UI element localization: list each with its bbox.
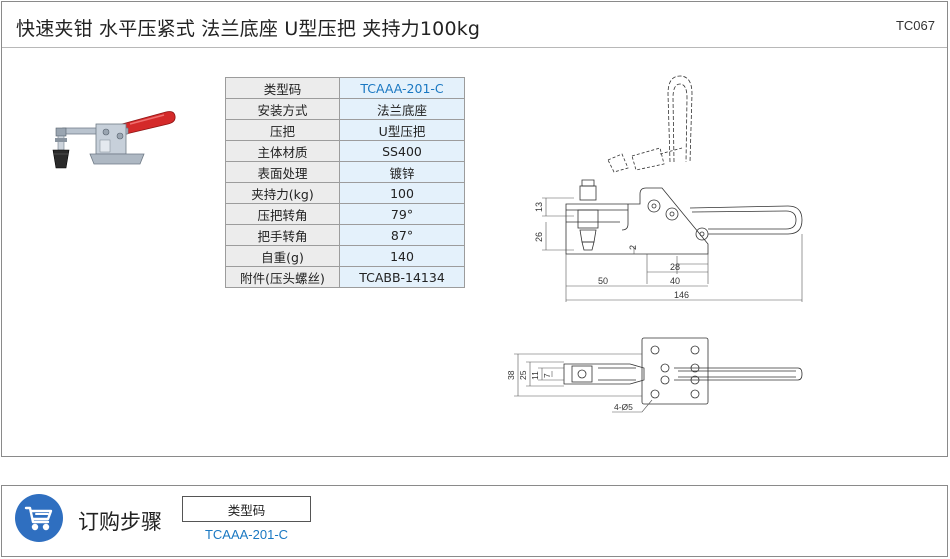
table-row: 自重(g) 140: [225, 245, 465, 267]
page-title: 快速夹钳 水平压紧式 法兰底座 U型压把 夹持力100kg: [16, 18, 481, 40]
dim-25: 25: [518, 370, 528, 380]
dim-146: 146: [674, 290, 689, 300]
table-row: 压把 U型压把: [225, 119, 465, 141]
dim-28: 28: [670, 262, 680, 272]
dim-13: 13: [534, 202, 544, 212]
spec-label: 类型码: [225, 77, 340, 99]
spec-value: TCABB-14134: [339, 266, 465, 288]
spec-value: 镀锌: [339, 161, 465, 183]
spec-value: SS400: [339, 140, 465, 162]
spec-label: 夹持力(kg): [225, 182, 340, 204]
spec-value: TCAAA-201-C: [339, 77, 465, 99]
top-view-drawing: 38 25 11 7 4-Ø5: [506, 337, 803, 413]
table-row: 类型码 TCAAA-201-C: [225, 77, 465, 99]
dim-50: 50: [598, 276, 608, 286]
spec-value: 法兰底座: [339, 98, 465, 120]
table-row: 主体材质 SS400: [225, 140, 465, 162]
spec-label: 压把转角: [225, 203, 340, 225]
order-steps-panel: 订购步骤 类型码 TCAAA-201-C: [1, 485, 948, 557]
table-row: 把手转角 87°: [225, 224, 465, 246]
spec-value: 87°: [339, 224, 465, 246]
dim-11: 11: [530, 371, 540, 380]
dim-2: 2: [628, 245, 638, 250]
order-steps-title: 订购步骤: [78, 510, 162, 534]
dim-7: 7: [542, 373, 552, 378]
dim-holes: 4-Ø5: [614, 402, 633, 412]
spec-label: 表面处理: [225, 161, 340, 183]
table-row: 压把转角 79°: [225, 203, 465, 225]
table-row: 安装方式 法兰底座: [225, 98, 465, 120]
product-panel: 快速夹钳 水平压紧式 法兰底座 U型压把 夹持力100kg TC067 类型码 …: [1, 1, 948, 457]
spec-label: 自重(g): [225, 245, 340, 267]
side-view-drawing: 13 26 2 28 40 50 146: [534, 75, 803, 302]
spec-table: 类型码 TCAAA-201-C 安装方式 法兰底座 压把 U型压把 主体材质 S…: [225, 77, 465, 288]
spec-value: 100: [339, 182, 465, 204]
spec-value: 79°: [339, 203, 465, 225]
type-code-box: 类型码: [182, 496, 311, 522]
spec-label: 把手转角: [225, 224, 340, 246]
dim-40: 40: [670, 276, 680, 286]
spec-value: U型压把: [339, 119, 465, 141]
table-row: 夹持力(kg) 100: [225, 182, 465, 204]
table-row: 表面处理 镀锌: [225, 161, 465, 183]
product-photo: [52, 111, 176, 169]
dim-26: 26: [534, 232, 544, 242]
dim-38: 38: [506, 370, 516, 380]
table-row: 附件(压头螺丝) TCABB-14134: [225, 266, 465, 288]
spec-label: 压把: [225, 119, 340, 141]
spec-label: 附件(压头螺丝): [225, 266, 340, 288]
product-code: TC067: [895, 18, 935, 33]
spec-value: 140: [339, 245, 465, 267]
spec-label: 主体材质: [225, 140, 340, 162]
shopping-cart-icon: [15, 494, 63, 542]
spec-label: 安装方式: [225, 98, 340, 120]
type-code-value: TCAAA-201-C: [204, 527, 289, 542]
title-divider: [2, 47, 947, 48]
